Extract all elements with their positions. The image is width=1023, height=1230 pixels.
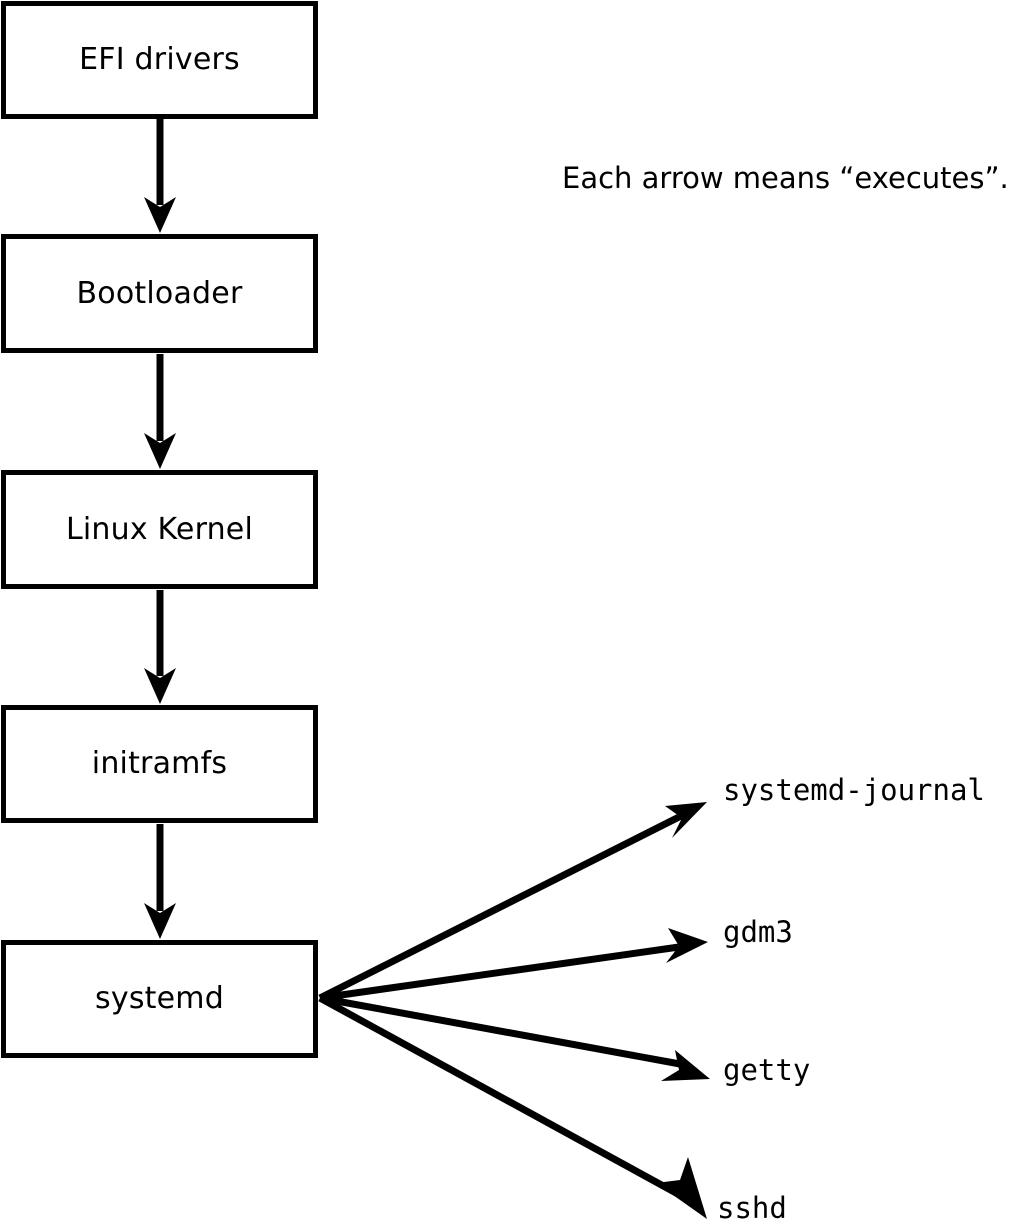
leaf-label-gdm3: gdm3 xyxy=(723,915,793,949)
node-bootloader[interactable]: Bootloader xyxy=(1,234,318,353)
leaf-label-getty: getty xyxy=(723,1053,811,1087)
legend-note: Each arrow means “executes”. xyxy=(562,161,1009,195)
node-label-linux-kernel: Linux Kernel xyxy=(65,511,253,547)
node-label-bootloader: Bootloader xyxy=(76,275,243,311)
arrow-kernel-to-initramfs xyxy=(144,590,176,704)
node-systemd[interactable]: systemd xyxy=(1,940,318,1058)
arrow-systemd-to-gdm3 xyxy=(319,928,708,1002)
leaf-label-systemd-journal: systemd-journal xyxy=(723,773,985,807)
node-efi-drivers[interactable]: EFI drivers xyxy=(1,1,318,119)
leaf-label-sshd: sshd xyxy=(717,1191,787,1225)
arrow-initramfs-to-systemd xyxy=(144,824,176,939)
node-label-systemd: systemd xyxy=(95,981,224,1016)
node-linux-kernel[interactable]: Linux Kernel xyxy=(1,470,318,589)
arrow-efi-to-bootloader xyxy=(144,119,176,233)
arrow-systemd-to-systemd-journal xyxy=(318,802,707,1002)
arrow-systemd-to-sshd xyxy=(318,994,707,1219)
arrow-systemd-to-getty xyxy=(319,994,710,1081)
node-label-initramfs: initramfs xyxy=(91,746,228,781)
node-label-efi-drivers: EFI drivers xyxy=(79,42,240,77)
arrow-bootloader-to-kernel xyxy=(144,354,176,469)
node-initramfs[interactable]: initramfs xyxy=(1,705,318,823)
